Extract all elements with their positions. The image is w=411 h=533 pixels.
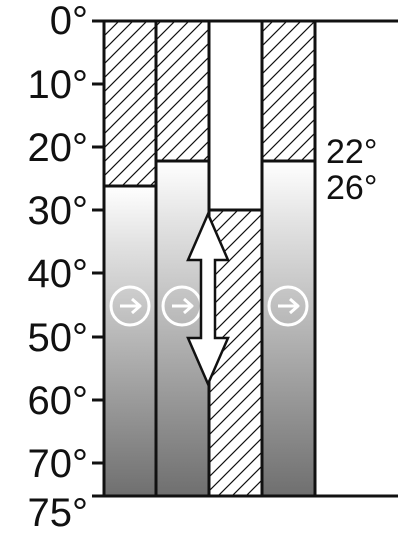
column-2-hatched	[156, 21, 209, 161]
column-borders	[102, 21, 317, 496]
tick-label-60: 60°	[28, 379, 89, 423]
arrow-right-circle-icon	[267, 285, 309, 327]
tick-label-70: 70°	[28, 442, 89, 486]
tick-label-50: 50°	[28, 316, 89, 360]
column-4-gradient	[262, 161, 315, 496]
double-arrow-up-down-icon	[186, 210, 230, 388]
tick-label-0: 0°	[50, 0, 88, 43]
annotation-b: 26°	[326, 169, 377, 207]
arrow-right-circle-icon	[109, 285, 151, 327]
column-1-hatched	[104, 21, 156, 186]
tick-label-30: 30°	[28, 189, 89, 233]
column-3-white	[209, 21, 262, 210]
tick-label-75: 75°	[28, 491, 89, 533]
axis-ticks	[92, 82, 104, 465]
column-1-gradient	[104, 186, 156, 496]
tick-label-10: 10°	[28, 63, 89, 107]
column-4-hatched	[262, 21, 315, 161]
annotation-a: 22°	[326, 133, 377, 171]
tick-label-40: 40°	[28, 252, 89, 296]
axis-labels: 0° 10° 20° 30° 40° 50° 60° 70° 75°	[28, 0, 89, 533]
column-1	[104, 21, 156, 496]
column-4	[262, 21, 315, 496]
tick-label-20: 20°	[28, 126, 89, 170]
